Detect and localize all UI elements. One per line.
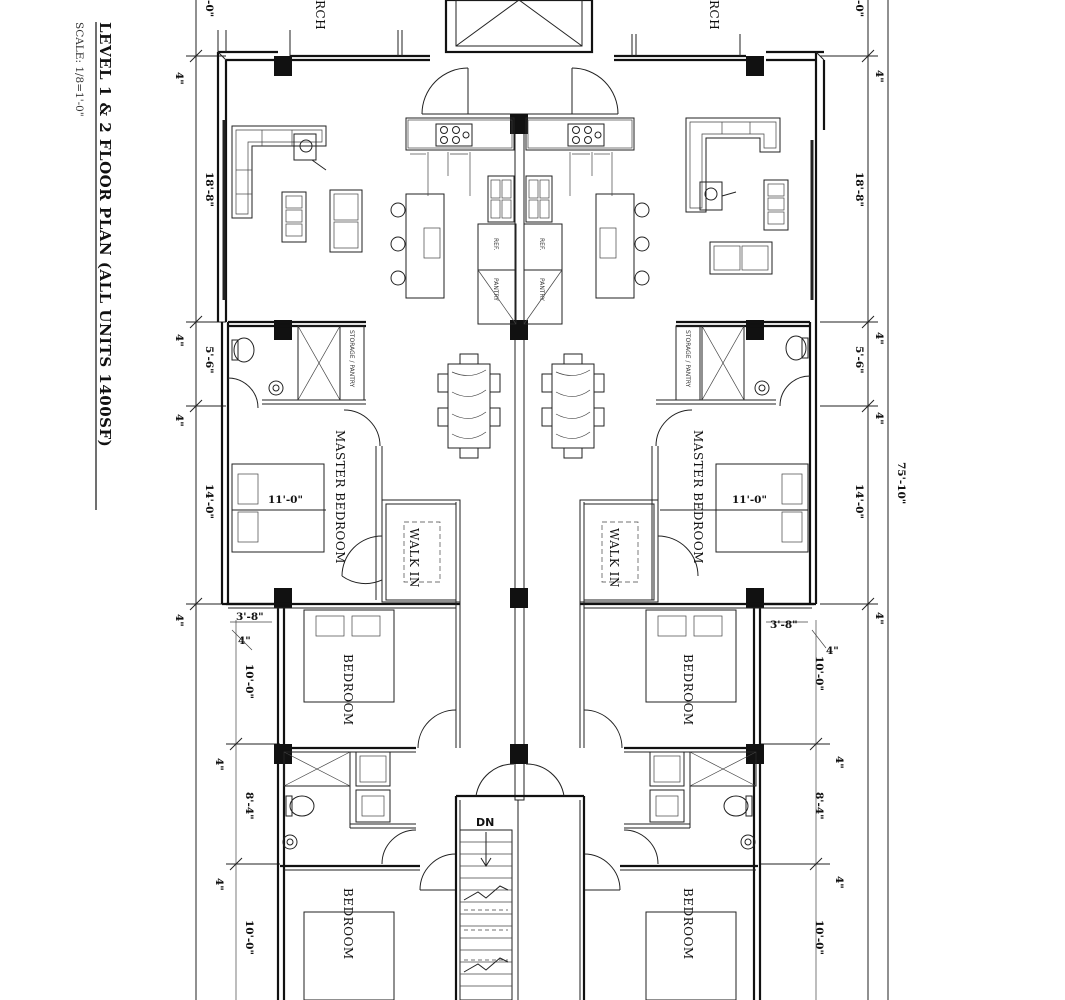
wall-left-dim: 4" (238, 635, 251, 647)
dim-right-bath: 5'-6" (853, 346, 865, 374)
dim-left-d3: 4" (173, 414, 185, 427)
ref-right-label: REF. (538, 238, 545, 250)
walkin-right-label: WALK IN (607, 528, 621, 588)
porch-right-label: RCH (707, 0, 721, 30)
dining-tables (437, 353, 605, 459)
dim-left-bed2: 10'-0" (243, 920, 255, 955)
title-block: LEVEL 1 & 2 FLOOR PLAN (ALL UNITS 1400SF… (73, 22, 114, 510)
dim-left-master: 14'-0" (203, 484, 215, 519)
center-wall (514, 119, 525, 801)
dim-right-living: 18'-8" (853, 172, 865, 207)
dim-right-d1: 4" (873, 70, 885, 83)
dim-left-bath2: 8'-4" (243, 792, 255, 820)
dim-left-d1: 4" (173, 72, 185, 85)
dim-left-d6: 4" (213, 878, 225, 891)
pantry-left-label: PANTRY (492, 278, 499, 301)
dimensions-right: -0" 4" 18'-8" 4" 5'-6" 4" 14'-0" 4" 10'-… (813, 0, 907, 955)
dim-left-d2: 4" (173, 334, 185, 347)
bath-left-top: STORAGE / PANTRY (227, 320, 381, 447)
bedroom1-right-label: BEDROOM (681, 654, 695, 726)
porch-roof: RCH RCH (289, 0, 741, 56)
closet-left-dim: 3'-8" (236, 611, 264, 623)
pantry-right-label: PANTRY (538, 278, 545, 301)
dimension-lines (186, 0, 889, 1000)
dim-right-bed2: 10'-0" (813, 920, 825, 955)
bedroom2-left: BEDROOM (303, 888, 395, 1000)
wall-right-dim: 4" (826, 645, 839, 657)
bedroom1-right: BEDROOM (583, 609, 758, 753)
bath-right-lower (583, 751, 758, 891)
kitchen-right: REF. PANTRY (523, 117, 650, 325)
dim-right-d2: 4" (873, 332, 885, 345)
living-right-furniture (685, 117, 789, 275)
kitchen-left: REF. PANTRY (390, 117, 517, 325)
bedroom1-left-label: BEDROOM (341, 654, 355, 726)
bedroom1-left: BEDROOM (280, 609, 457, 753)
dim-left-bed1: 10'-0" (243, 664, 255, 699)
plan-title: LEVEL 1 & 2 FLOOR PLAN (ALL UNITS 1400SF… (96, 22, 114, 447)
storage-left-label: STORAGE / PANTRY (348, 330, 355, 388)
closet-right-dim: 3'-8" (770, 619, 798, 631)
dim-right-top: -0" (853, 0, 865, 17)
storage-right-label: STORAGE / PANTRY (684, 330, 691, 388)
dimensions-left: -0" 4" 18'-8" 4" 5'-6" 4" 14'-0" 4" 10'-… (173, 0, 255, 955)
dim-left-top: -0" (203, 0, 215, 17)
master-left: 11'-0" MASTER BEDROOM WALK IN 3'-8" 4" (226, 430, 461, 748)
living-left-furniture (231, 125, 363, 253)
dim-left-d4: 4" (173, 614, 185, 627)
master-right: 11'-0" MASTER BEDROOM WALK IN 3'-8" 4" (579, 430, 839, 748)
walkin-left-label: WALK IN (407, 528, 421, 588)
dim-right-bath2: 8'-4" (813, 792, 825, 820)
stair-core: DN (454, 763, 586, 1000)
dim-left-d5: 4" (213, 758, 225, 771)
plan-scale: SCALE: 1/8=1'-0" (73, 22, 85, 117)
bath-left-lower (280, 751, 457, 891)
dim-right-bed1: 10'-0" (813, 656, 825, 691)
dim-overall: 75'-10" (895, 462, 907, 504)
bedroom2-left-label: BEDROOM (341, 888, 355, 960)
dim-left-living: 18'-8" (203, 172, 215, 207)
master-right-label: MASTER BEDROOM (691, 430, 705, 564)
porch-left-label: RCH (313, 0, 327, 30)
dim-left-bath: 5'-6" (203, 346, 215, 374)
bedroom2-right-label: BEDROOM (681, 888, 695, 960)
master-right-width: 11'-0" (732, 494, 767, 506)
bath-right-top: STORAGE / PANTRY (655, 320, 811, 447)
dim-right-d4: 4" (873, 612, 885, 625)
dim-right-d5: 4" (833, 756, 845, 769)
dim-right-d6: 4" (833, 876, 845, 889)
exterior-walls (216, 30, 826, 1000)
ref-left-label: REF. (492, 238, 499, 250)
entry-doors (421, 67, 619, 115)
master-left-label: MASTER BEDROOM (333, 430, 347, 564)
stair-down-label: DN (476, 816, 494, 829)
dim-right-d3: 4" (873, 412, 885, 425)
bedroom2-right: BEDROOM (645, 888, 737, 1000)
master-left-width: 11'-0" (268, 494, 303, 506)
dim-right-master: 14'-0" (853, 484, 865, 519)
